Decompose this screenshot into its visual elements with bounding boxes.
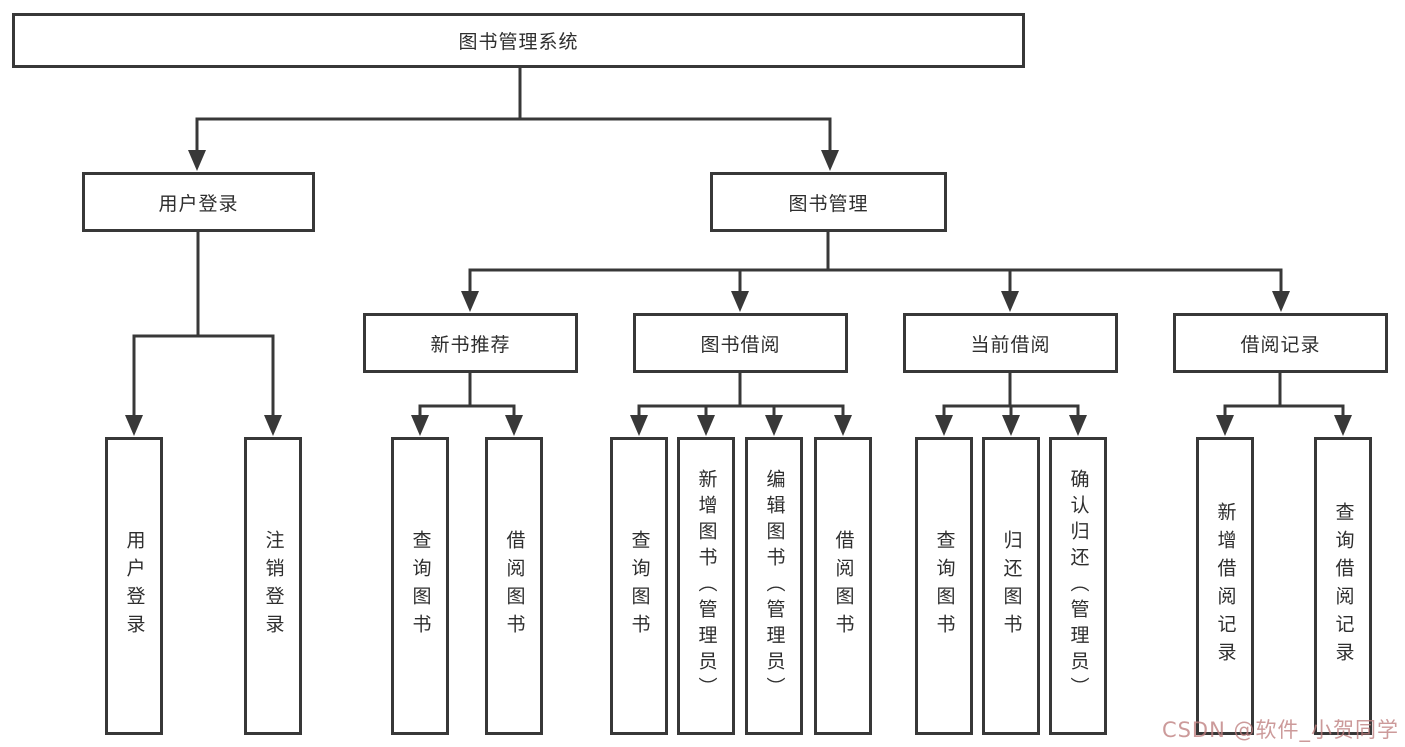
arrowhead-icon (461, 291, 479, 312)
arrowhead-icon (1002, 415, 1020, 436)
leaf-query-books-1-label: 查询图书 (409, 530, 432, 642)
leaf-query-books-3-label: 查询图书 (933, 530, 956, 642)
node-user-login-label: 用户登录 (158, 192, 239, 215)
leaf-query-borrow-record: 查询借阅记录 (1314, 437, 1372, 735)
leaf-query-books-3: 查询图书 (915, 437, 973, 735)
leaf-add-borrow-record: 新增借阅记录 (1196, 437, 1254, 735)
arrowhead-icon (935, 415, 953, 436)
leaf-logout-label: 注销登录 (262, 530, 285, 642)
arrowhead-icon (630, 415, 648, 436)
leaf-add-borrow-record-label: 新增借阅记录 (1214, 502, 1237, 670)
node-root-label: 图书管理系统 (458, 31, 579, 53)
node-new-book-recommend-label: 新书推荐 (430, 333, 511, 356)
arrowhead-icon (697, 415, 715, 436)
arrowhead-icon (505, 415, 523, 436)
leaf-borrow-books-2-label: 借阅图书 (832, 530, 855, 642)
leaf-confirm-return-admin-label: 确认归还（管理员） (1067, 469, 1090, 703)
leaf-confirm-return-admin: 确认归还（管理员） (1049, 437, 1107, 735)
arrowhead-icon (1334, 415, 1352, 436)
leaf-query-books-1: 查询图书 (391, 437, 449, 735)
arrowhead-icon (765, 415, 783, 436)
arrowhead-icon (1069, 415, 1087, 436)
leaf-add-book-admin-label: 新增图书（管理员） (695, 469, 718, 703)
leaf-add-book-admin: 新增图书（管理员） (677, 437, 735, 735)
node-book-management: 图书管理 (710, 172, 947, 232)
arrowhead-icon (731, 291, 749, 312)
arrowhead-icon (411, 415, 429, 436)
arrowhead-icon (125, 415, 143, 436)
csdn-watermark: CSDN @软件_小贺同学 (1161, 718, 1399, 742)
arrowhead-icon (1216, 415, 1234, 436)
leaf-query-books-2-label: 查询图书 (628, 530, 651, 642)
node-root: 图书管理系统 (12, 13, 1025, 68)
leaf-borrow-books-1: 借阅图书 (485, 437, 543, 735)
leaf-query-borrow-record-label: 查询借阅记录 (1332, 502, 1355, 670)
arrowhead-icon (1001, 291, 1019, 312)
arrowhead-icon (264, 415, 282, 436)
leaf-return-book: 归还图书 (982, 437, 1040, 735)
node-user-login: 用户登录 (82, 172, 315, 232)
leaf-logout: 注销登录 (244, 437, 302, 735)
arrowhead-icon (834, 415, 852, 436)
leaf-query-books-2: 查询图书 (610, 437, 668, 735)
node-current-borrow-label: 当前借阅 (970, 333, 1051, 356)
leaf-user-login: 用户登录 (105, 437, 163, 735)
node-current-borrow: 当前借阅 (903, 313, 1118, 373)
leaf-return-book-label: 归还图书 (1000, 530, 1023, 642)
node-borrow-records-label: 借阅记录 (1240, 333, 1321, 356)
node-book-borrow-label: 图书借阅 (700, 333, 781, 356)
node-book-borrow: 图书借阅 (633, 313, 848, 373)
connector-line (132, 65, 1345, 422)
arrowhead-icon (1272, 291, 1290, 312)
leaf-borrow-books-2: 借阅图书 (814, 437, 872, 735)
node-new-book-recommend: 新书推荐 (363, 313, 578, 373)
leaf-borrow-books-1-label: 借阅图书 (503, 530, 526, 642)
leaf-edit-book-admin: 编辑图书（管理员） (745, 437, 803, 735)
arrowhead-icon (821, 150, 839, 171)
node-book-management-label: 图书管理 (788, 192, 869, 215)
node-borrow-records: 借阅记录 (1173, 313, 1388, 373)
leaf-user-login-label: 用户登录 (123, 530, 146, 642)
leaf-edit-book-admin-label: 编辑图书（管理员） (763, 469, 786, 703)
arrowhead-icon (188, 150, 206, 171)
